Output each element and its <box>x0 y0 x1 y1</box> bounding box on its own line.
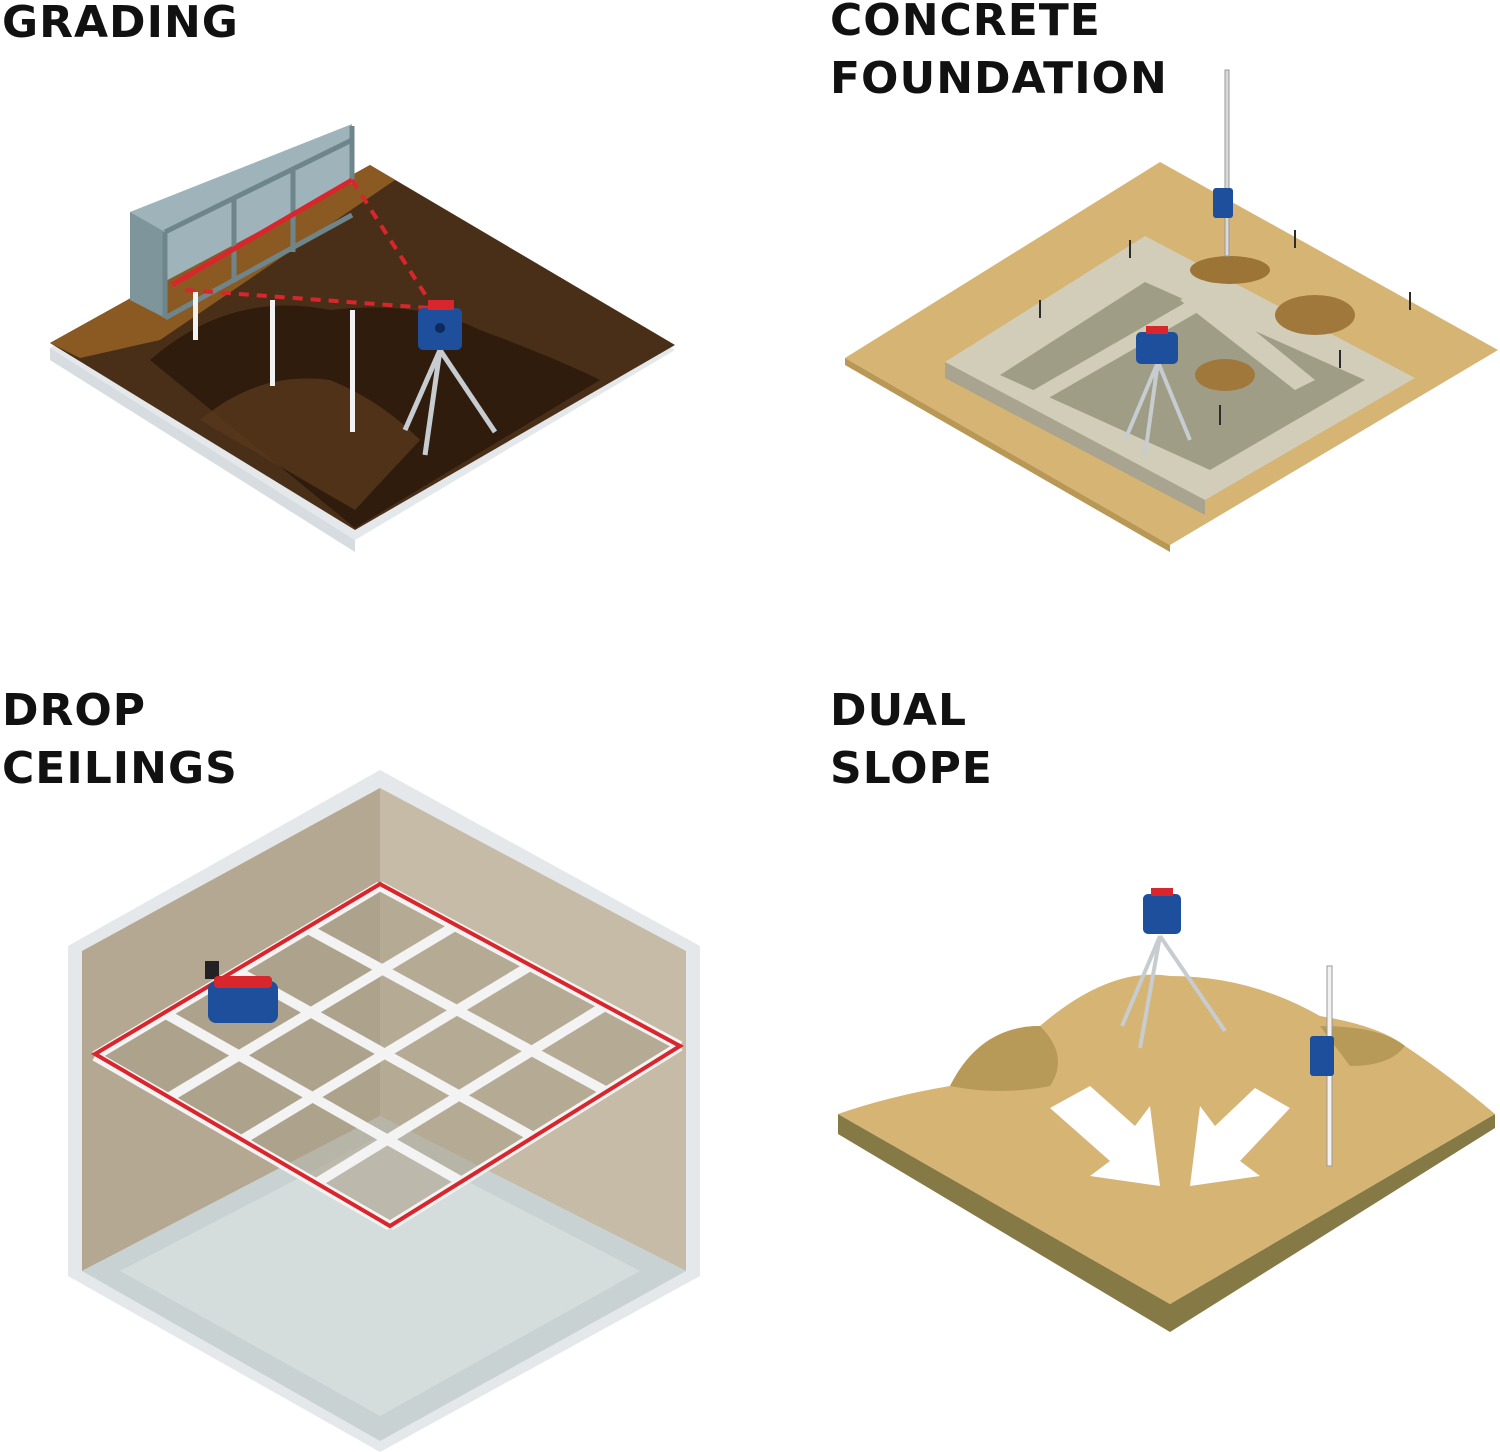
foundation-illustration <box>845 69 1498 552</box>
title-line: DROP <box>2 685 147 736</box>
rotary-laser-icon <box>1120 888 1227 1049</box>
panel-title: DUAL SLOPE <box>830 682 993 798</box>
slope-arrow-icon <box>1050 1086 1290 1186</box>
rotary-laser-icon <box>1123 326 1192 456</box>
panel-title: CONCRETE FOUNDATION <box>830 0 1168 108</box>
title-line: CEILINGS <box>2 743 238 794</box>
laser-receiver-icon <box>1310 965 1334 1167</box>
title-line: FOUNDATION <box>830 53 1168 104</box>
drop-ceiling-illustration <box>68 770 700 1452</box>
grading-illustration <box>50 124 675 552</box>
panel-grading: GRADING <box>0 0 750 726</box>
panel-concrete-foundation: CONCRETE FOUNDATION <box>750 0 1500 726</box>
panel-dual-slope: DUAL SLOPE <box>750 685 1500 1452</box>
dual-slope-illustration <box>838 888 1495 1332</box>
title-line: SLOPE <box>830 743 993 794</box>
rotary-laser-icon <box>205 961 278 1023</box>
window-wall <box>130 124 355 321</box>
laser-receiver-icon <box>1213 69 1233 257</box>
panel-title: GRADING <box>2 0 239 52</box>
grade-stakes <box>193 292 355 432</box>
title-line: GRADING <box>2 0 239 48</box>
title-line: CONCRETE <box>830 0 1101 46</box>
laser-outline <box>91 881 684 1229</box>
rotary-laser-icon <box>402 300 498 456</box>
title-line: DUAL <box>830 685 967 736</box>
panel-drop-ceilings: DROP CEILINGS <box>0 685 750 1452</box>
foundation-stakes <box>1039 230 1411 425</box>
laser-beams <box>170 177 432 310</box>
panel-title: DROP CEILINGS <box>2 682 238 798</box>
